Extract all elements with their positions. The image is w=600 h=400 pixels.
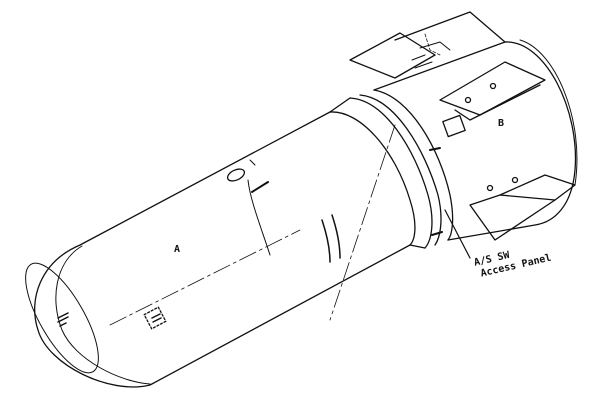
section-b-label: B xyxy=(498,118,505,129)
fins xyxy=(349,11,576,241)
callout-leader-line xyxy=(444,209,471,259)
section-a-body xyxy=(25,111,411,388)
section-a-label: A xyxy=(174,244,181,255)
junction-rings xyxy=(329,89,454,249)
section-b-body xyxy=(373,39,578,241)
